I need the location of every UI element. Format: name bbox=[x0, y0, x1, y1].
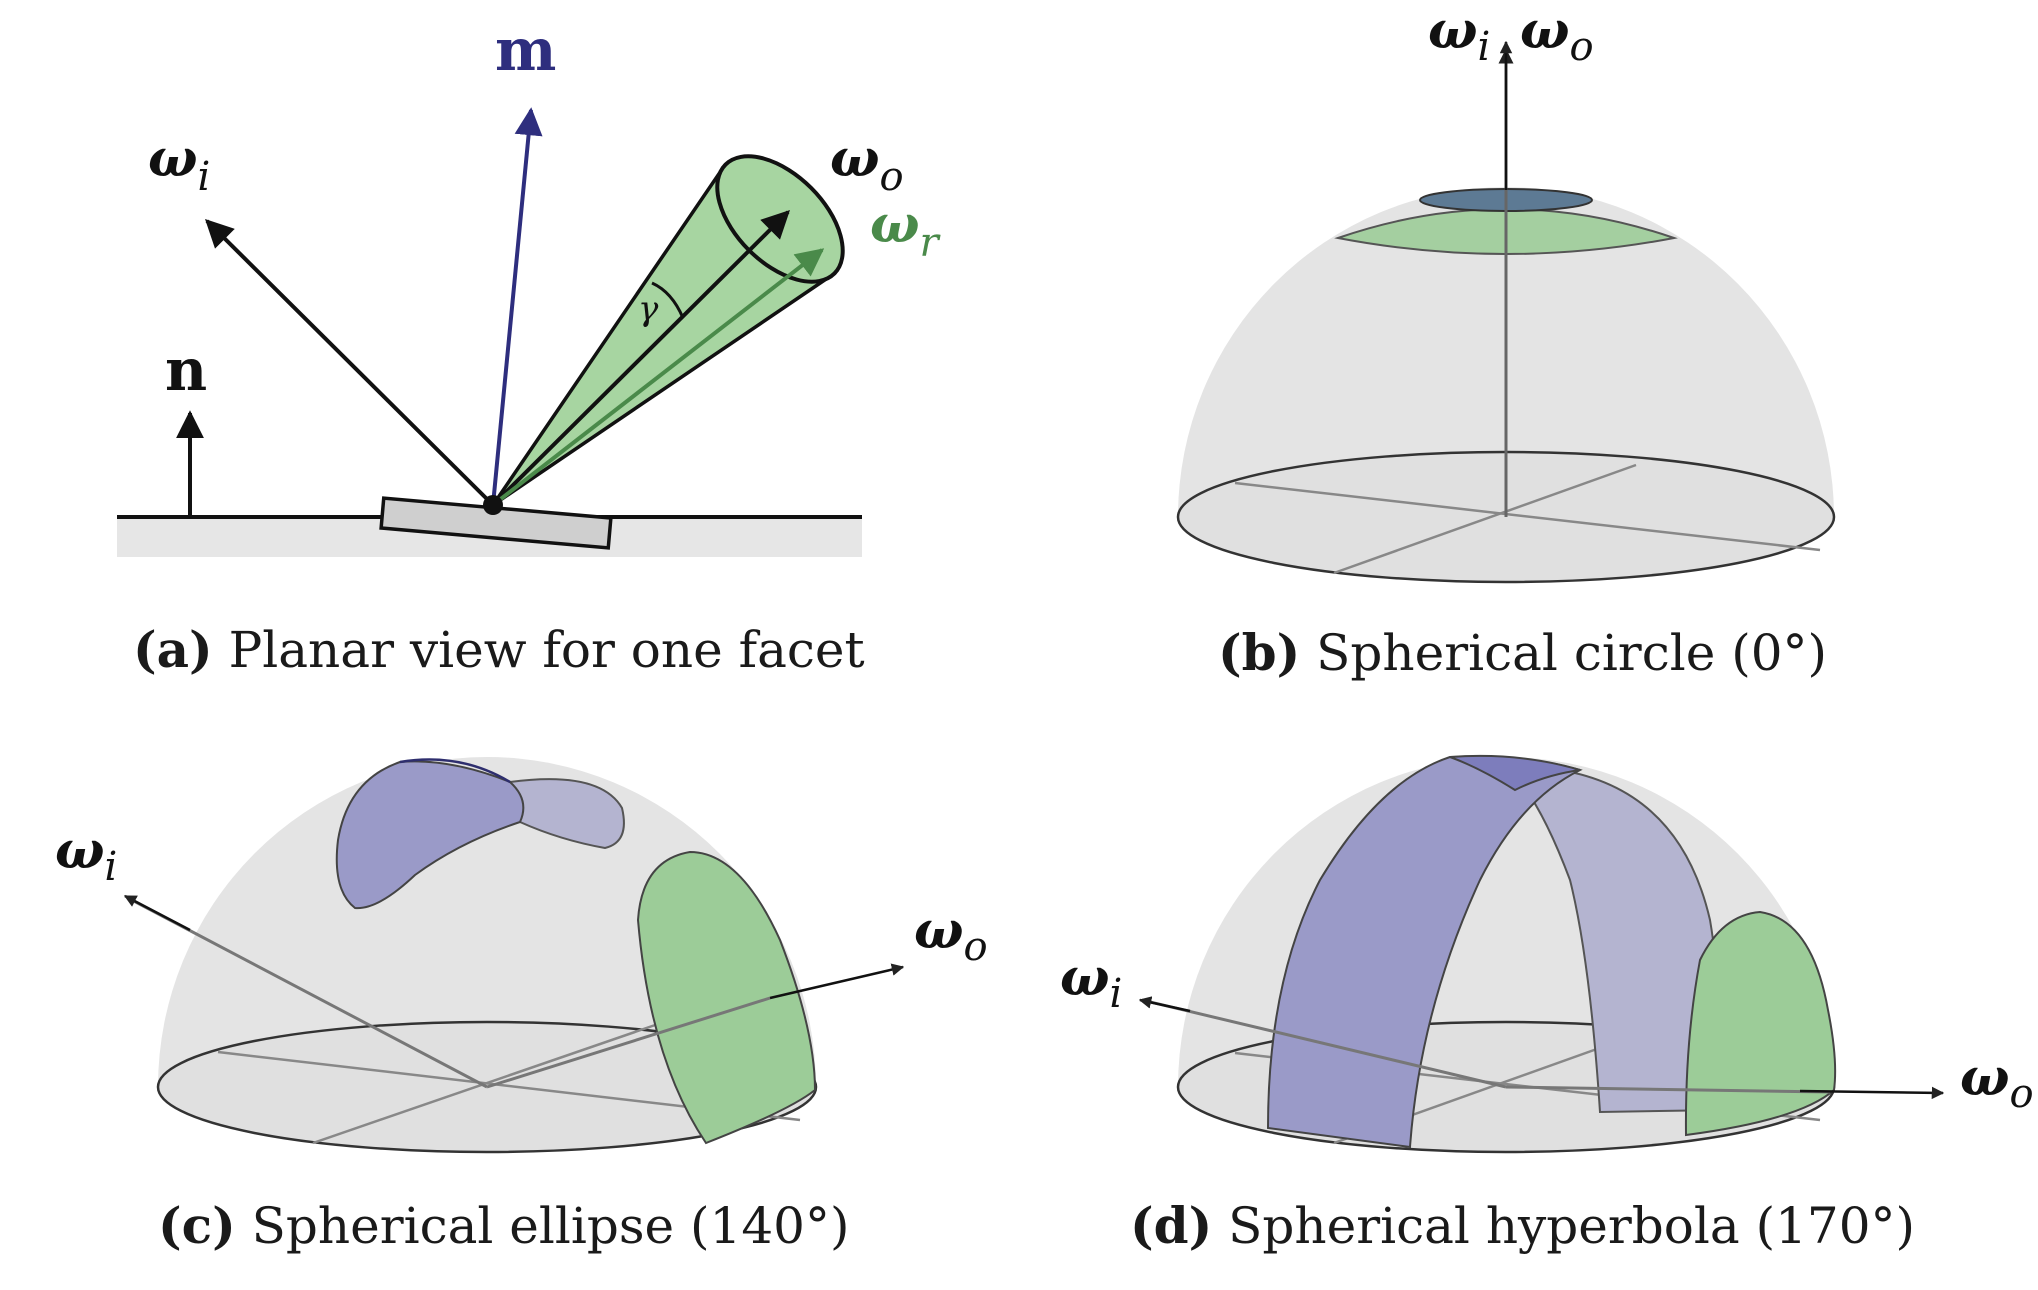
grid-line bbox=[1234, 481, 1821, 552]
caption-d: (d) Spherical hyperbola (170°) bbox=[1130, 1196, 1915, 1255]
vector-wo bbox=[1505, 1085, 1831, 1094]
panel-c: ωi ωo (c) Spherical ellipse (140°) bbox=[55, 757, 988, 1255]
label-wi: ωi bbox=[55, 820, 117, 890]
label-n: n bbox=[165, 336, 207, 404]
label-wo: ωo bbox=[1520, 0, 1594, 70]
vector-wo bbox=[491, 210, 790, 507]
vector-wi-tip bbox=[123, 894, 191, 932]
caption-c: (c) Spherical ellipse (140°) bbox=[158, 1196, 849, 1255]
vector-wr bbox=[491, 248, 825, 507]
grid-line bbox=[312, 1021, 662, 1145]
caption-a: (a) Planar view for one facet bbox=[133, 620, 865, 679]
panel-a: ωi m ωo ωr n γ (a) Planar view for one f… bbox=[117, 16, 942, 679]
label-wo: ωo bbox=[914, 900, 988, 970]
vector-m bbox=[491, 107, 543, 506]
caption-b: (b) Spherical circle (0°) bbox=[1218, 623, 1827, 682]
label-gamma: γ bbox=[638, 289, 659, 329]
label-wi: ωi bbox=[148, 128, 210, 200]
blue-lobe-rim bbox=[399, 758, 511, 784]
label-wr: ωr bbox=[870, 194, 942, 266]
label-m: m bbox=[495, 16, 556, 84]
panel-d: ωi ωo (d) Spherical hyperbola (170°) bbox=[1060, 754, 2034, 1255]
vector-wi bbox=[205, 219, 495, 507]
blue-band-top bbox=[1449, 754, 1581, 792]
label-wi: ωi bbox=[1060, 947, 1122, 1017]
vector-wo-tip bbox=[1799, 1086, 1945, 1100]
blue-lobe-back bbox=[508, 778, 625, 850]
label-wo: ωo bbox=[830, 128, 904, 200]
grid-line bbox=[1333, 463, 1637, 575]
green-lobe bbox=[1684, 910, 1837, 1137]
vector-wo bbox=[486, 996, 771, 1089]
green-lobe bbox=[636, 850, 817, 1145]
vector-wi bbox=[1141, 998, 1507, 1089]
vector-wo-tip bbox=[769, 963, 905, 1000]
contact-point bbox=[483, 495, 503, 515]
panel-b: ωi ωo (b) Spherical circle (0°) bbox=[1176, 0, 1836, 682]
vector-wi-tip bbox=[1138, 996, 1191, 1013]
label-wi: ωi bbox=[1428, 0, 1490, 70]
label-wo: ωo bbox=[1960, 1047, 2034, 1117]
gamma-arc bbox=[651, 281, 685, 319]
